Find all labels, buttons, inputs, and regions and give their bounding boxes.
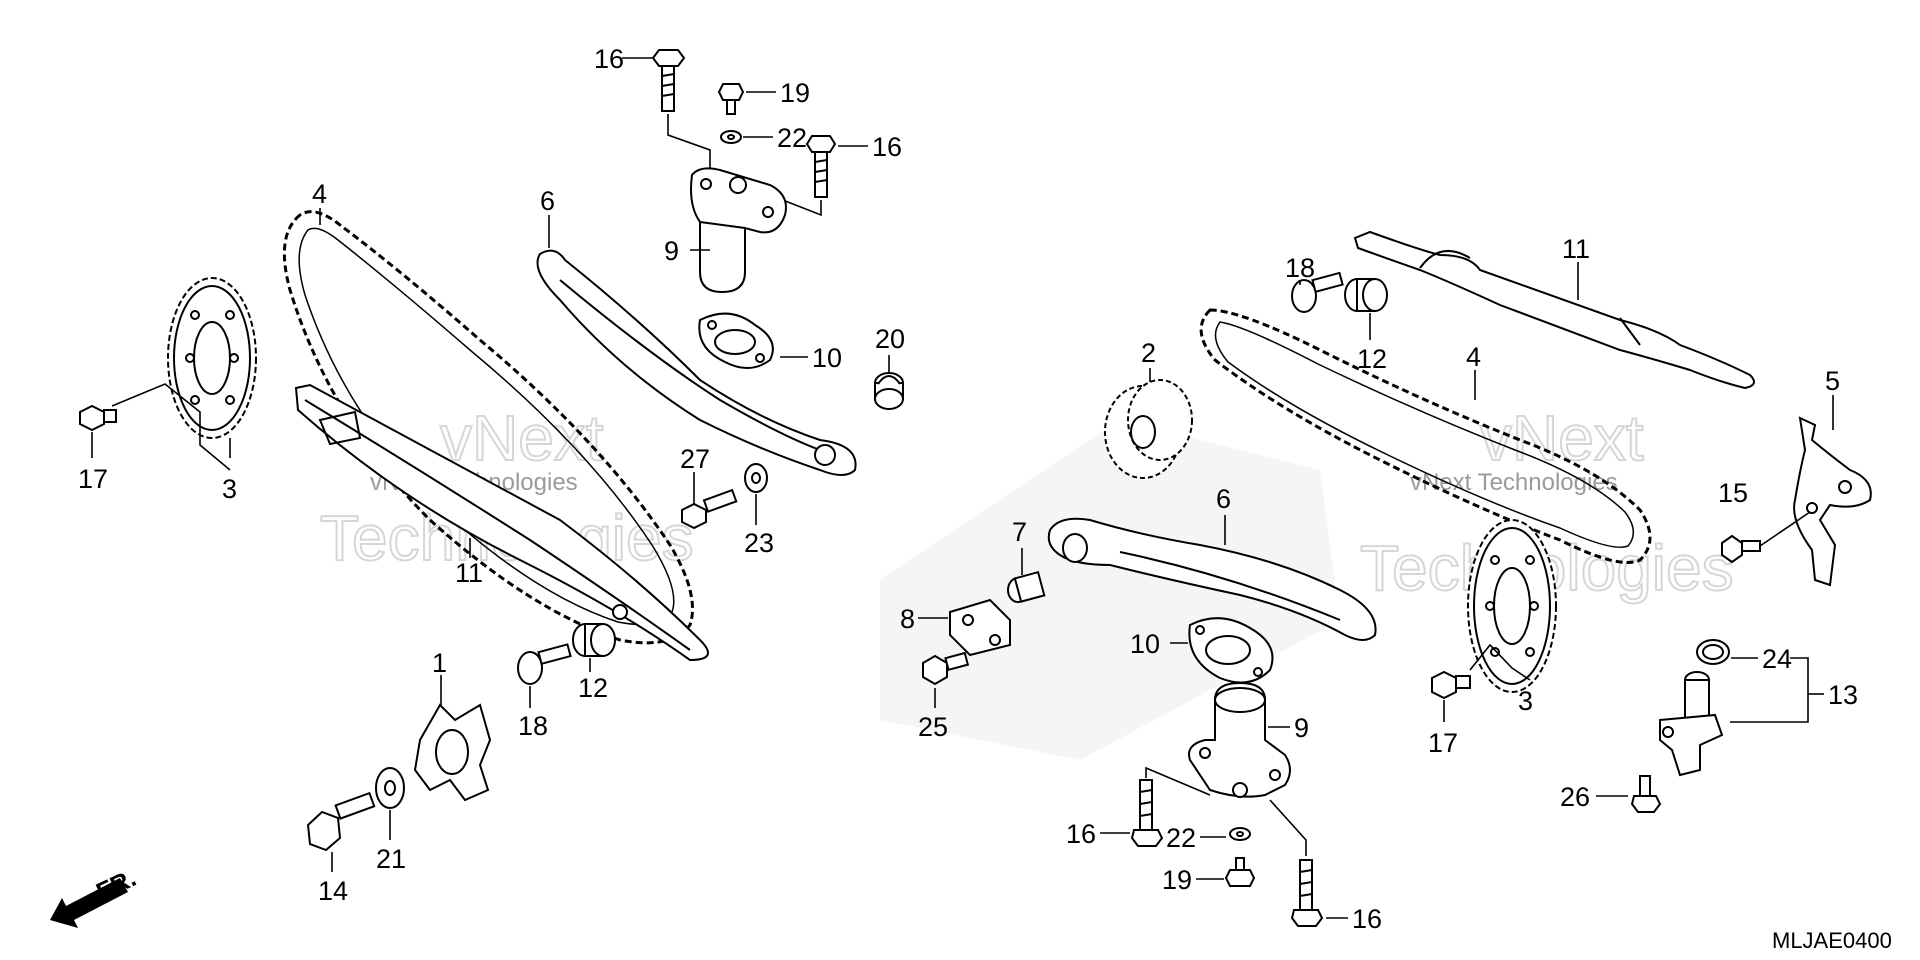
callout-19-right: 19: [1162, 865, 1192, 895]
callout-25: 25: [918, 712, 948, 742]
callout-16-right-low: 16: [1066, 819, 1096, 849]
callout-11-right: 11: [1562, 234, 1590, 264]
tensioner-9-left: [690, 167, 787, 294]
bolt-16-left-top: [651, 49, 686, 112]
callout-11-left: 11: [455, 558, 483, 588]
collar-20: [874, 372, 904, 410]
bolt-17-right: [1431, 670, 1471, 700]
callout-5: 5: [1825, 366, 1840, 396]
gear-2: [1104, 379, 1193, 479]
sprocket-3-right: [1467, 519, 1557, 693]
callout-1: 1: [432, 648, 447, 678]
callout-10-left: 10: [812, 343, 842, 373]
callout-4-right: 4: [1466, 342, 1481, 372]
bolt-14: [306, 791, 376, 852]
pin-7: [1007, 570, 1046, 603]
callout-17-left: 17: [78, 464, 108, 494]
callout-15: 15: [1718, 478, 1748, 508]
callout-9-right: 9: [1294, 713, 1309, 743]
callout-labels: 16 19 22 16 9 10 20 4 6 17 3 11 27 23 1 …: [78, 44, 1858, 934]
watermark-brand-left: vNext: [440, 402, 604, 474]
bracket-5: [1793, 416, 1872, 587]
callout-27: 27: [680, 444, 710, 474]
washer-21: [375, 767, 405, 809]
callout-13: 13: [1828, 680, 1858, 710]
gasket-10-right: [1188, 617, 1274, 684]
front-arrow-icon: [50, 878, 128, 928]
sprocket-3-left: [167, 277, 257, 439]
watermark-brand-right: vNext: [1480, 402, 1644, 474]
bolt-17-left: [79, 404, 117, 432]
callout-23: 23: [744, 528, 774, 558]
callout-16-right-bottom: 16: [1352, 904, 1382, 934]
callout-12-right: 12: [1357, 344, 1387, 374]
callout-4-left: 4: [312, 179, 327, 209]
callout-9-left: 9: [664, 236, 679, 266]
tensioner-9-right: [1188, 681, 1291, 798]
bolt-15: [1721, 534, 1761, 564]
callout-6-right: 6: [1216, 484, 1231, 514]
callout-6-left: 6: [540, 186, 555, 216]
callout-12-left: 12: [578, 673, 608, 703]
bolt-19-left: [717, 83, 745, 115]
callout-18-left: 18: [518, 711, 548, 741]
bolt-27: [681, 488, 738, 530]
callout-22-right: 22: [1166, 823, 1196, 853]
bolt-26: [1630, 775, 1662, 813]
bolt-16-right-bottom: [1290, 859, 1324, 927]
callout-14: 14: [318, 876, 348, 906]
gasket-10-left: [698, 312, 774, 369]
callout-2: 2: [1141, 338, 1156, 368]
collar-12-left: [572, 623, 616, 657]
callout-3-left: 3: [222, 474, 237, 504]
bolt-16-left-mid: [805, 135, 837, 198]
bolt-18-left: [517, 643, 572, 685]
callout-10-right: 10: [1130, 629, 1160, 659]
washer-23: [744, 463, 768, 493]
washer-22-left: [720, 130, 742, 144]
callout-16-left-top: 16: [594, 44, 624, 74]
bolt-19-right: [1224, 857, 1256, 887]
plate-8: [949, 598, 1011, 657]
collar-12-right: [1344, 278, 1388, 312]
callout-7: 7: [1012, 517, 1027, 547]
callout-8: 8: [900, 604, 915, 634]
callout-17-right: 17: [1428, 728, 1458, 758]
sensor-13: [1659, 671, 1724, 777]
chain-guide-6-right: [1047, 517, 1377, 641]
diagram-code: MLJAE0400: [1772, 928, 1892, 953]
callout-24: 24: [1762, 644, 1792, 674]
callout-19-left: 19: [780, 78, 810, 108]
chain-guide-6-left: [536, 249, 857, 476]
callout-26: 26: [1560, 782, 1590, 812]
callout-3-right: 3: [1518, 686, 1533, 716]
callout-16-left-mid: 16: [872, 132, 902, 162]
callout-21: 21: [376, 844, 406, 874]
washer-22-right: [1229, 827, 1251, 841]
bolt-16-right-low: [1130, 779, 1164, 847]
bolt-25: [922, 651, 970, 686]
callout-18-right: 18: [1285, 253, 1315, 283]
o-ring-24: [1696, 639, 1730, 665]
callout-22-left: 22: [777, 123, 807, 153]
plate-1: [413, 703, 492, 802]
slipper-11-right: [1353, 230, 1755, 390]
cam-chain-4-right: [1199, 308, 1652, 564]
bolt-18-right: [1291, 271, 1344, 313]
slipper-11-left: [294, 383, 709, 662]
callout-20: 20: [875, 324, 905, 354]
